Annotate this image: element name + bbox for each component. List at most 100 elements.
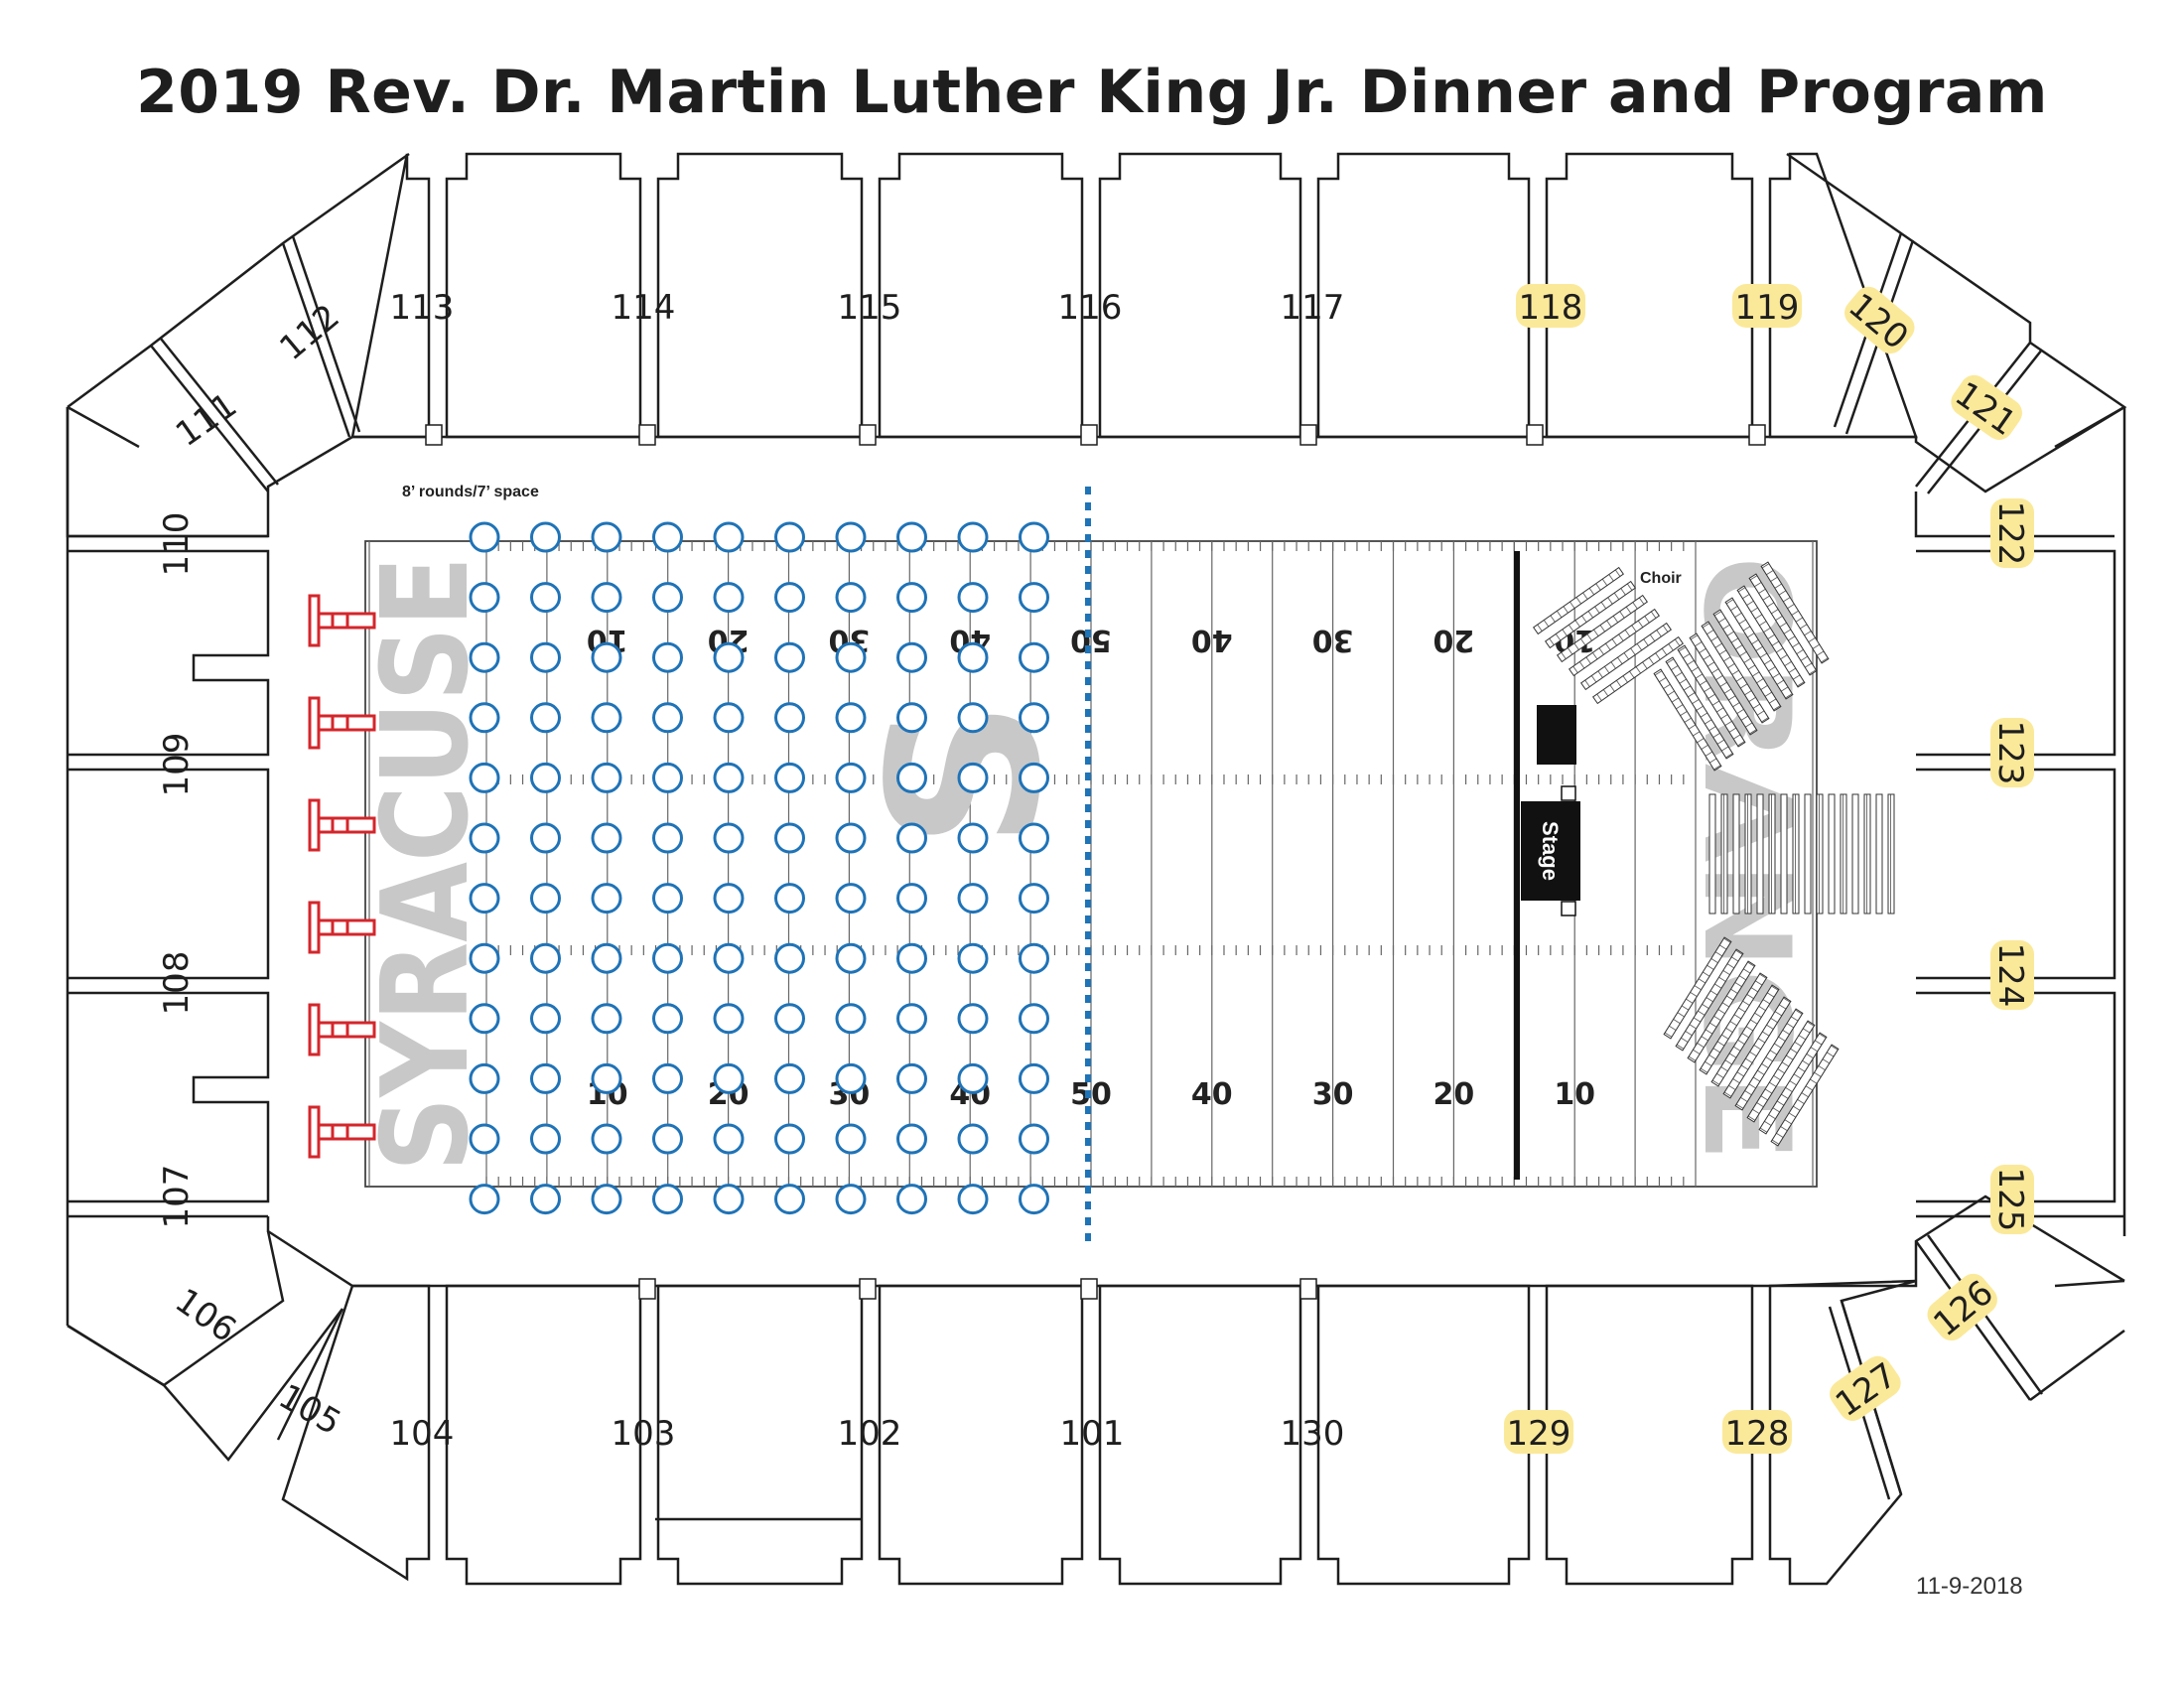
round-table	[469, 1184, 500, 1215]
round-table	[957, 942, 989, 974]
section-116-block	[1098, 152, 1302, 439]
round-table	[1019, 1184, 1049, 1215]
section-label-118: 118	[1516, 284, 1585, 328]
round-table	[713, 942, 745, 974]
section-117-block	[1316, 152, 1531, 439]
section-number: 130	[1281, 1414, 1345, 1454]
round-table	[591, 702, 622, 734]
stage-area: Stage Choir	[1514, 551, 1895, 1180]
section-number: 122	[1990, 501, 2030, 566]
section-number: 106	[168, 1281, 243, 1350]
football-field: SYRACUSE S ORANGE 1010202030304040505040…	[357, 540, 1818, 1188]
round-table	[1019, 942, 1049, 974]
round-table	[774, 762, 805, 793]
yard-number-top: 20	[1433, 623, 1475, 657]
round-table	[1019, 702, 1049, 734]
section-number: 124	[1990, 943, 2030, 1008]
bar-station	[308, 1003, 376, 1056]
bench	[1687, 960, 1756, 1063]
outer-ring-tl-inner2	[150, 345, 269, 492]
outer-ring-right	[1914, 407, 2126, 1236]
round-table	[713, 1184, 745, 1215]
round-table	[469, 822, 500, 854]
round-table	[774, 1123, 805, 1155]
bench	[1699, 972, 1768, 1075]
round-table	[1019, 762, 1049, 793]
section-number: 116	[1058, 288, 1123, 328]
section-number: 127	[1829, 1355, 1904, 1425]
bench	[1732, 793, 1740, 914]
round-table	[1019, 521, 1049, 553]
section-label-120: 120	[1841, 286, 1915, 357]
highlight-badge	[1722, 1410, 1792, 1454]
section-label-115: 115	[838, 288, 902, 328]
section-label-123: 123	[1990, 718, 2034, 787]
section-label-103: 103	[612, 1414, 676, 1454]
round-table	[774, 1184, 805, 1215]
round-table	[1019, 641, 1049, 673]
bench	[1569, 608, 1660, 677]
bar-station	[308, 1105, 376, 1159]
section-label-110: 110	[157, 512, 197, 577]
round-table	[469, 521, 500, 553]
round-table	[591, 1123, 622, 1155]
section-label-119: 119	[1732, 284, 1802, 328]
bench	[1708, 793, 1716, 914]
section-number: 129	[1507, 1414, 1571, 1454]
section-label-124: 124	[1990, 940, 2034, 1010]
round-table	[530, 702, 561, 734]
yard-number-bottom: 40	[1191, 1077, 1233, 1112]
round-table	[774, 521, 805, 553]
section-number: 112	[272, 297, 346, 368]
round-table	[591, 1184, 622, 1215]
round-table	[957, 1062, 989, 1094]
round-table	[652, 1184, 683, 1215]
round-table	[835, 702, 867, 734]
section-label-128: 128	[1722, 1410, 1792, 1454]
section-label-107: 107	[157, 1165, 197, 1229]
choir-label: Choir	[1640, 570, 1682, 587]
yard-number-bottom: 20	[1433, 1077, 1475, 1112]
bench	[1758, 1032, 1828, 1135]
round-table	[1019, 883, 1049, 914]
round-table	[835, 883, 867, 914]
round-table	[713, 641, 745, 673]
round-table	[469, 641, 500, 673]
round-table	[530, 582, 561, 614]
round-table	[774, 582, 805, 614]
round-table	[591, 1062, 622, 1094]
section-number: 107	[157, 1165, 197, 1229]
section-113-block	[445, 152, 642, 439]
section-label-106: 106	[168, 1281, 243, 1350]
round-table	[957, 702, 989, 734]
highlight-badge	[1927, 1273, 1997, 1341]
round-table	[591, 883, 622, 914]
section-118-block	[1545, 152, 1754, 439]
section-102-block	[656, 1284, 864, 1586]
bench	[1734, 1008, 1804, 1111]
bar-station	[308, 594, 376, 647]
highlight-badge	[1990, 718, 2034, 787]
round-table	[652, 641, 683, 673]
section-number: 126	[1926, 1273, 2000, 1344]
section-label-122: 122	[1990, 498, 2034, 568]
section-number: 102	[838, 1414, 902, 1454]
section-label-114: 114	[612, 288, 676, 328]
yard-number-top: 40	[1191, 623, 1233, 657]
bench	[1780, 793, 1788, 914]
section-label-101: 101	[1060, 1414, 1125, 1454]
bench	[1580, 622, 1672, 691]
section-label-112: 112	[272, 297, 346, 368]
round-table	[774, 1062, 805, 1094]
highlight-badge	[1951, 374, 2022, 440]
vomitory-markers	[425, 424, 1766, 1300]
bar-stations	[308, 594, 376, 1159]
highlight-badge	[1990, 1165, 2034, 1234]
section-number: 128	[1725, 1414, 1790, 1454]
bench	[1828, 793, 1836, 914]
round-table	[835, 822, 867, 854]
date-stamp: 11-9-2018	[1916, 1573, 2023, 1600]
round-table	[469, 1123, 500, 1155]
round-table	[957, 582, 989, 614]
highlight-badge	[1830, 1355, 1901, 1421]
